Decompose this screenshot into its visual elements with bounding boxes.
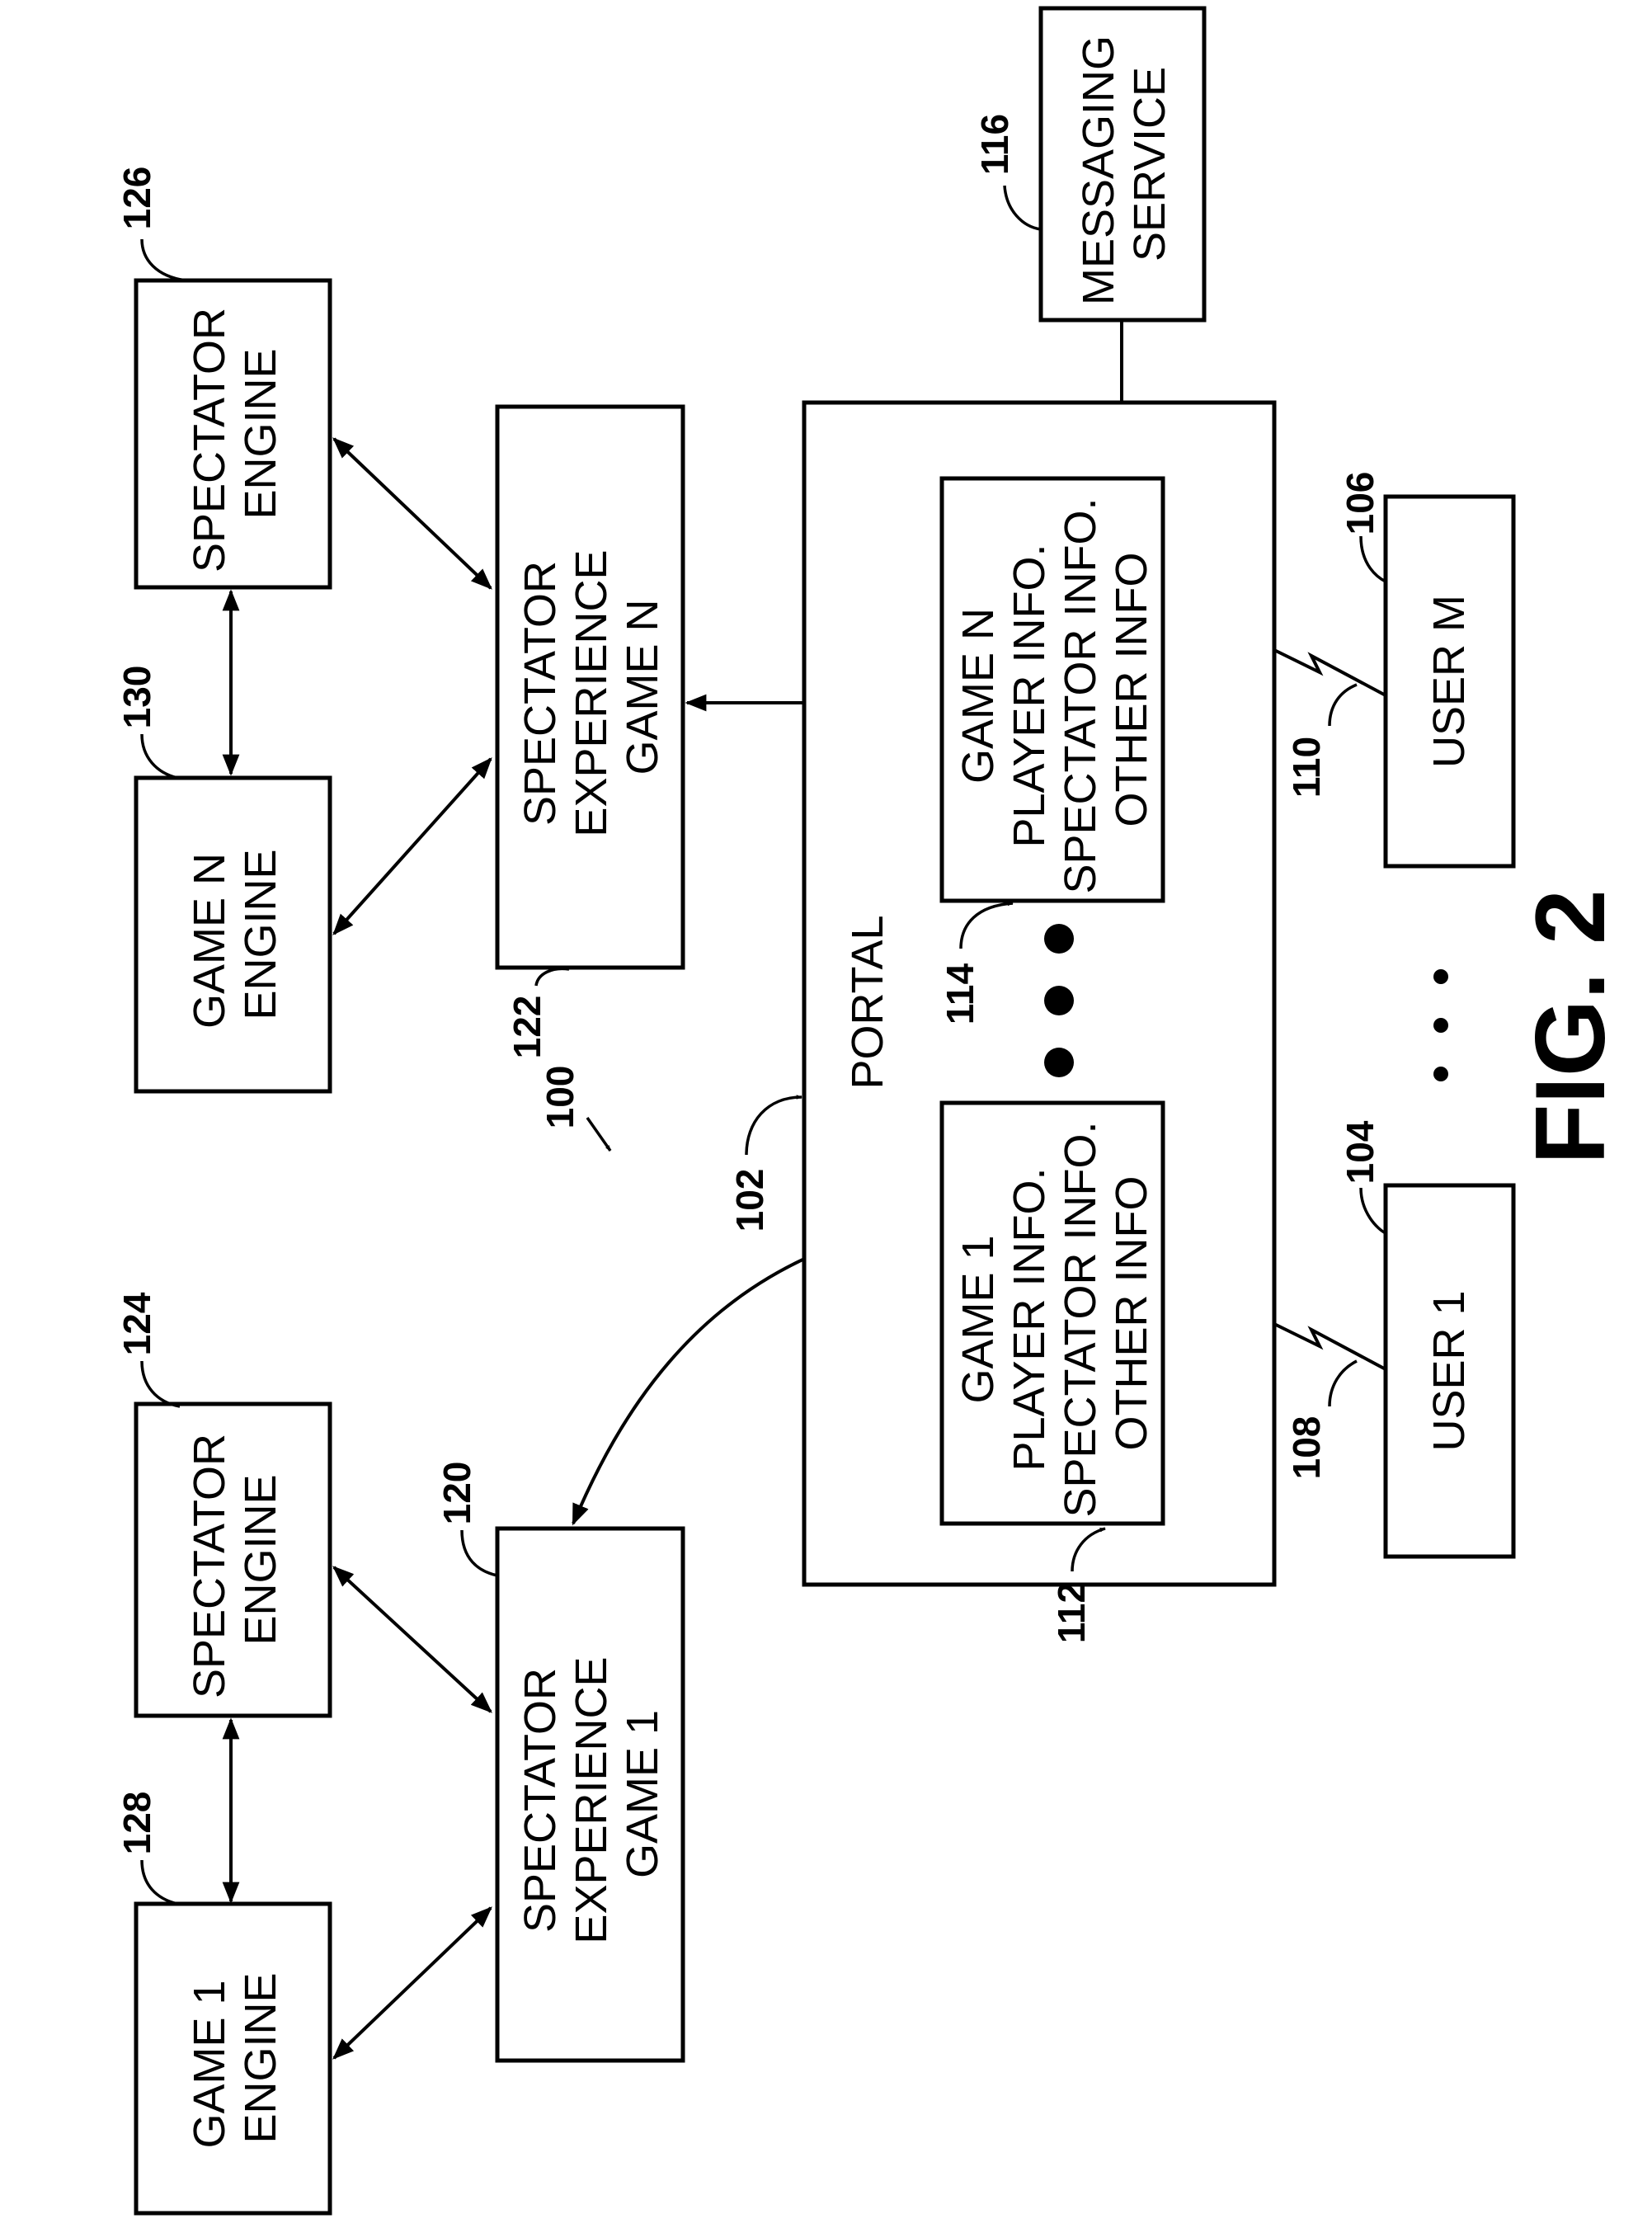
ref-102: 102 bbox=[728, 1169, 771, 1232]
gameN-info-line2: PLAYER INFO. bbox=[1005, 544, 1054, 847]
spectator-engine-126-line1: SPECTATOR bbox=[185, 308, 234, 572]
connector-gameN-engine-to-expN bbox=[334, 759, 491, 934]
game1-engine-block: GAME 1 ENGINE bbox=[136, 1904, 330, 2213]
spectator-exp-game1-line3: GAME 1 bbox=[618, 1710, 667, 1878]
leader-104 bbox=[1361, 1188, 1386, 1233]
game1-info-block: GAME 1 PLAYER INFO. SPECTATOR INFO. OTHE… bbox=[942, 1103, 1163, 1524]
spectator-engine-126-line2: ENGINE bbox=[236, 348, 285, 519]
leader-122 bbox=[536, 968, 569, 986]
gameN-info-block: GAME N PLAYER INFO. SPECTATOR INFO. OTHE… bbox=[942, 478, 1163, 901]
spectator-exp-gameN-line2: EXPERIENCE bbox=[567, 549, 616, 836]
ref-100: 100 bbox=[539, 1066, 581, 1129]
ref-116: 116 bbox=[973, 114, 1016, 175]
leader-102 bbox=[746, 1097, 802, 1155]
ref-112: 112 bbox=[1050, 1582, 1093, 1643]
ref-108: 108 bbox=[1285, 1416, 1328, 1480]
connector-game1-engine-to-exp1 bbox=[334, 1908, 491, 2058]
user1-block: USER 1 bbox=[1386, 1185, 1513, 1557]
gameN-info-line1: GAME N bbox=[953, 608, 1003, 784]
spectator-exp-game1-line1: SPECTATOR bbox=[515, 1668, 565, 1933]
ref-104: 104 bbox=[1339, 1120, 1381, 1184]
messaging-service-block: MESSAGING SERVICE bbox=[1041, 8, 1204, 320]
userM-label: USER M bbox=[1424, 595, 1474, 768]
ref-110: 110 bbox=[1285, 737, 1328, 798]
ellipsis-user-dot-3 bbox=[1433, 969, 1448, 984]
game1-engine-line2: ENGINE bbox=[236, 1972, 285, 2143]
ref-124: 124 bbox=[115, 1292, 158, 1355]
spectator-engine-124-line2: ENGINE bbox=[236, 1474, 285, 1645]
ellipsis-dot-1 bbox=[1044, 1048, 1074, 1077]
spectator-engine-124-line1: SPECTATOR bbox=[185, 1434, 234, 1698]
ellipsis-games bbox=[1044, 924, 1074, 1077]
messaging-line2: SERVICE bbox=[1125, 67, 1174, 261]
connector-portal-to-user1 bbox=[1274, 1324, 1386, 1369]
game1-engine-line1: GAME 1 bbox=[185, 1980, 234, 2148]
ref-128: 128 bbox=[115, 1792, 158, 1855]
leader-106 bbox=[1361, 536, 1386, 582]
leader-116 bbox=[1005, 186, 1041, 229]
leader-120 bbox=[462, 1530, 497, 1576]
messaging-line1: MESSAGING bbox=[1074, 35, 1123, 305]
gameN-engine-line1: GAME N bbox=[185, 853, 234, 1029]
gameN-engine-line2: ENGINE bbox=[236, 849, 285, 1020]
spectator-exp-gameN-line1: SPECTATOR bbox=[515, 561, 565, 826]
leader-126 bbox=[142, 239, 186, 280]
spectator-exp-gameN-line3: GAME N bbox=[618, 599, 667, 775]
game1-info-line3: SPECTATOR INFO. bbox=[1056, 1121, 1105, 1517]
spectator-engine-126-block: SPECTATOR ENGINE bbox=[136, 280, 330, 587]
spectator-exp-gameN-block: SPECTATOR EXPERIENCE GAME N bbox=[497, 407, 683, 968]
ref-130: 130 bbox=[115, 666, 158, 729]
connector-spec-engine126-to-expN bbox=[334, 439, 491, 588]
portal-label: PORTAL bbox=[843, 915, 892, 1089]
ellipsis-user-dot-2 bbox=[1433, 1018, 1448, 1033]
ellipsis-dot-2 bbox=[1044, 986, 1074, 1015]
spectator-exp-game1-line2: EXPERIENCE bbox=[567, 1656, 616, 1943]
ellipsis-user-dot-1 bbox=[1433, 1067, 1448, 1081]
ellipsis-dot-3 bbox=[1044, 924, 1074, 954]
gameN-engine-block: GAME N ENGINE bbox=[136, 778, 330, 1091]
gameN-info-line4: OTHER INFO bbox=[1107, 553, 1156, 827]
leader-108 bbox=[1330, 1361, 1357, 1406]
spectator-exp-game1-block: SPECTATOR EXPERIENCE GAME 1 bbox=[497, 1529, 683, 2061]
gameN-info-line3: SPECTATOR INFO. bbox=[1056, 497, 1105, 893]
game1-info-line4: OTHER INFO bbox=[1107, 1176, 1156, 1451]
leader-100 bbox=[587, 1118, 610, 1151]
ref-106: 106 bbox=[1339, 472, 1381, 535]
leader-124 bbox=[142, 1361, 180, 1406]
ref-120: 120 bbox=[435, 1462, 478, 1525]
connector-portal-to-userM bbox=[1274, 650, 1386, 695]
user1-label: USER 1 bbox=[1424, 1290, 1474, 1451]
ref-122: 122 bbox=[506, 996, 548, 1059]
game1-info-line2: PLAYER INFO. bbox=[1005, 1167, 1054, 1471]
ref-114: 114 bbox=[939, 963, 981, 1025]
ref-126: 126 bbox=[115, 167, 158, 230]
ellipsis-users bbox=[1433, 969, 1448, 1081]
userM-block: USER M bbox=[1386, 497, 1513, 866]
leader-128 bbox=[142, 1860, 177, 1904]
leader-130 bbox=[142, 734, 177, 778]
game1-info-line1: GAME 1 bbox=[953, 1235, 1003, 1403]
connector-spec-engine124-to-exp1 bbox=[334, 1567, 491, 1712]
leader-110 bbox=[1330, 685, 1357, 726]
figure-caption: FIG. 2 bbox=[1515, 889, 1626, 1164]
spectator-engine-124-block: SPECTATOR ENGINE bbox=[136, 1404, 330, 1716]
